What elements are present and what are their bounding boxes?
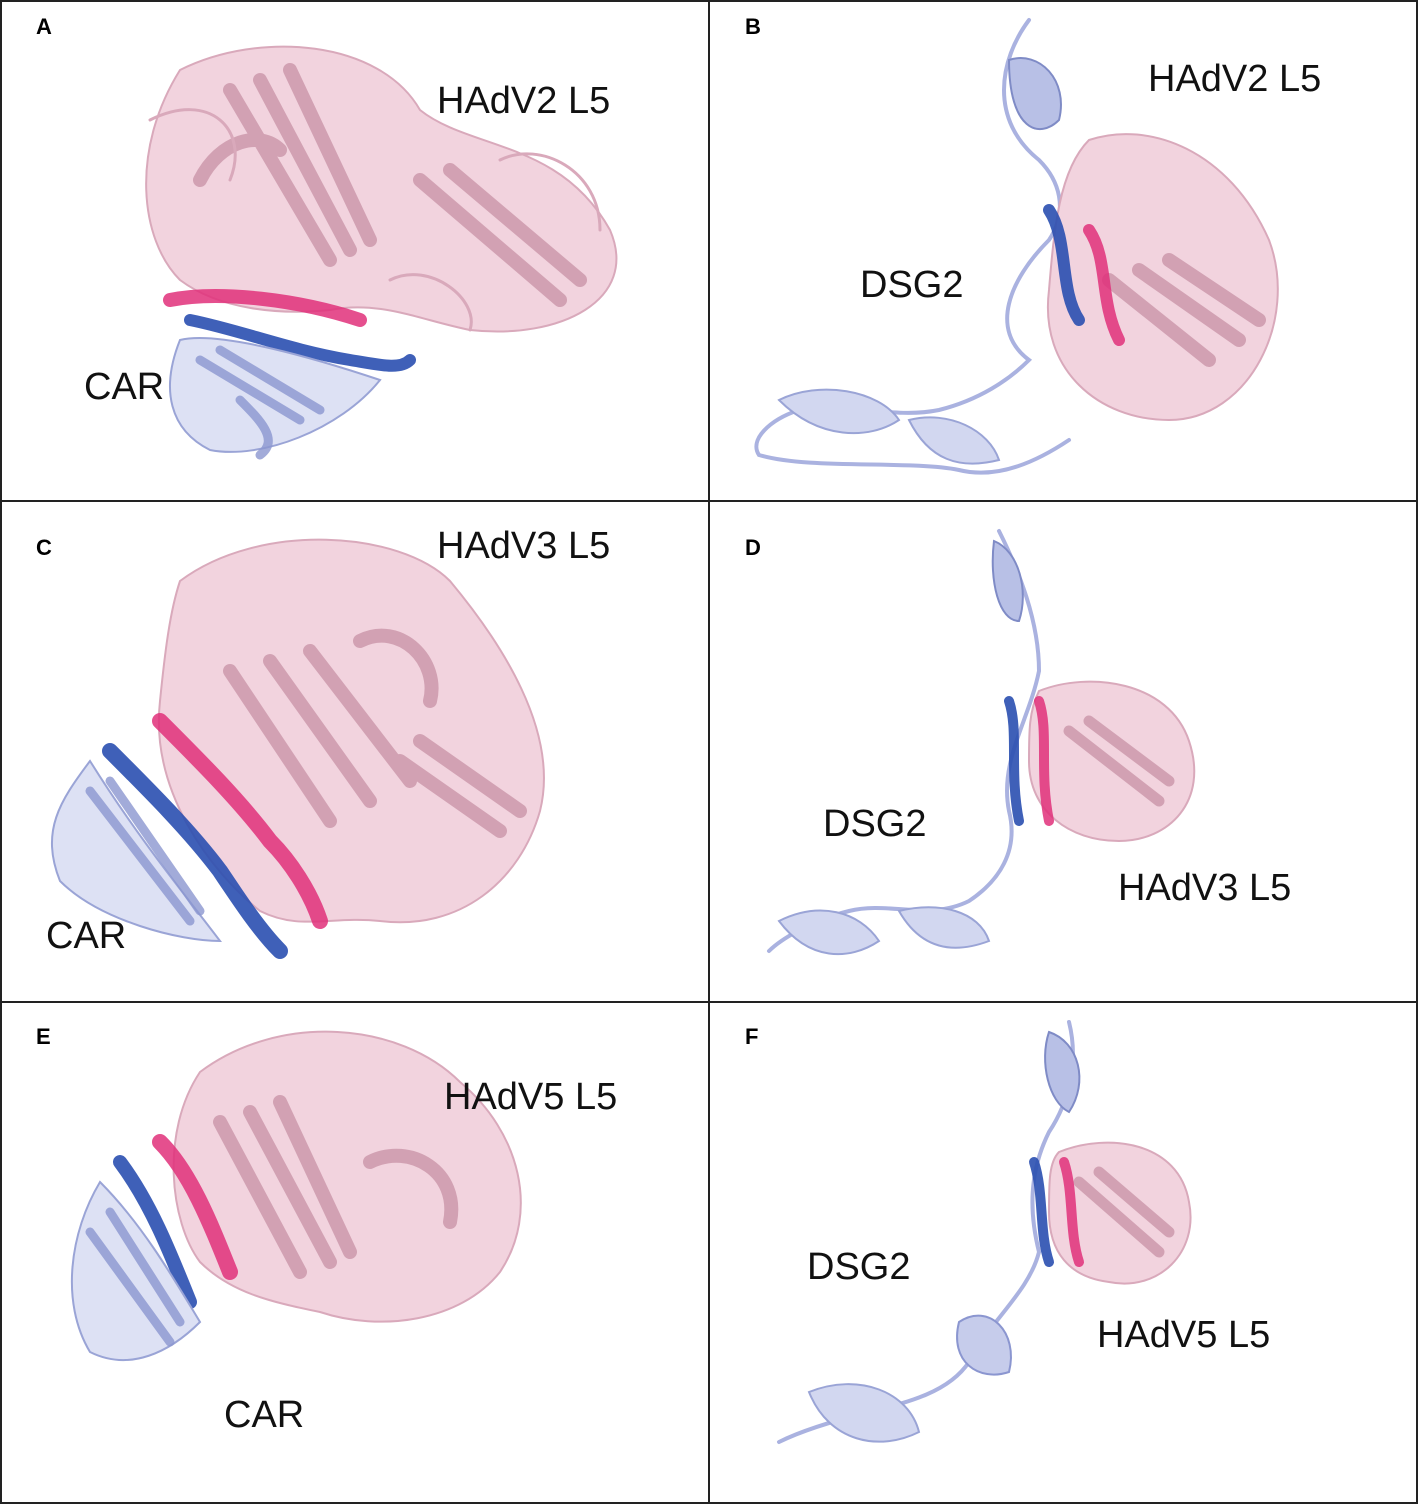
receptor-label: CAR bbox=[84, 366, 165, 408]
receptor-label: CAR bbox=[46, 915, 127, 957]
panel-f: F DSG2 HAdV5 L5 bbox=[709, 1002, 1418, 1504]
panel-letter: C bbox=[36, 535, 52, 560]
panel-letter: E bbox=[36, 1024, 51, 1049]
frame-row-divider-1 bbox=[0, 500, 1418, 502]
fiber-knob-label: HAdV5 L5 bbox=[1097, 1314, 1271, 1356]
frame-middle-vertical bbox=[708, 0, 710, 1504]
receptor-label: CAR bbox=[224, 1394, 305, 1436]
receptor-label: DSG2 bbox=[823, 803, 927, 845]
frame-row-divider-2 bbox=[0, 1001, 1418, 1003]
fiber-knob-label: HAdV2 L5 bbox=[437, 80, 611, 122]
fiber-knob-label: HAdV5 L5 bbox=[444, 1076, 618, 1118]
panel-a: A HAdV2 L5 CAR bbox=[0, 0, 709, 501]
hadv3-car-structure bbox=[51, 538, 545, 959]
panel-b: B HAdV2 L5 DSG2 bbox=[709, 0, 1418, 501]
receptor-label: DSG2 bbox=[860, 264, 964, 306]
fiber-knob-label: HAdV3 L5 bbox=[437, 525, 611, 567]
hadv2-car-structure bbox=[145, 45, 618, 460]
frame-left bbox=[0, 0, 2, 1504]
panel-e: E HAdV5 L5 CAR bbox=[0, 1002, 709, 1504]
fiber-knob-label: HAdV2 L5 bbox=[1148, 58, 1322, 100]
receptor-label: DSG2 bbox=[807, 1246, 911, 1288]
panel-letter: F bbox=[745, 1024, 759, 1049]
panel-letter: A bbox=[36, 14, 52, 39]
fiber-knob-label: HAdV3 L5 bbox=[1118, 867, 1292, 909]
hadv5-dsg2-structure bbox=[777, 1020, 1192, 1444]
hadv5-car-structure bbox=[70, 1030, 522, 1361]
hadv3-dsg2-structure bbox=[767, 529, 1196, 956]
panel-letter: D bbox=[745, 535, 761, 560]
hadv2-dsg2-structure bbox=[754, 18, 1279, 475]
panel-letter: B bbox=[745, 14, 761, 39]
frame-right bbox=[1416, 0, 1418, 1504]
panel-d: D DSG2 HAdV3 L5 bbox=[709, 501, 1418, 1002]
panel-c: C HAdV3 L5 CAR bbox=[0, 501, 709, 1002]
